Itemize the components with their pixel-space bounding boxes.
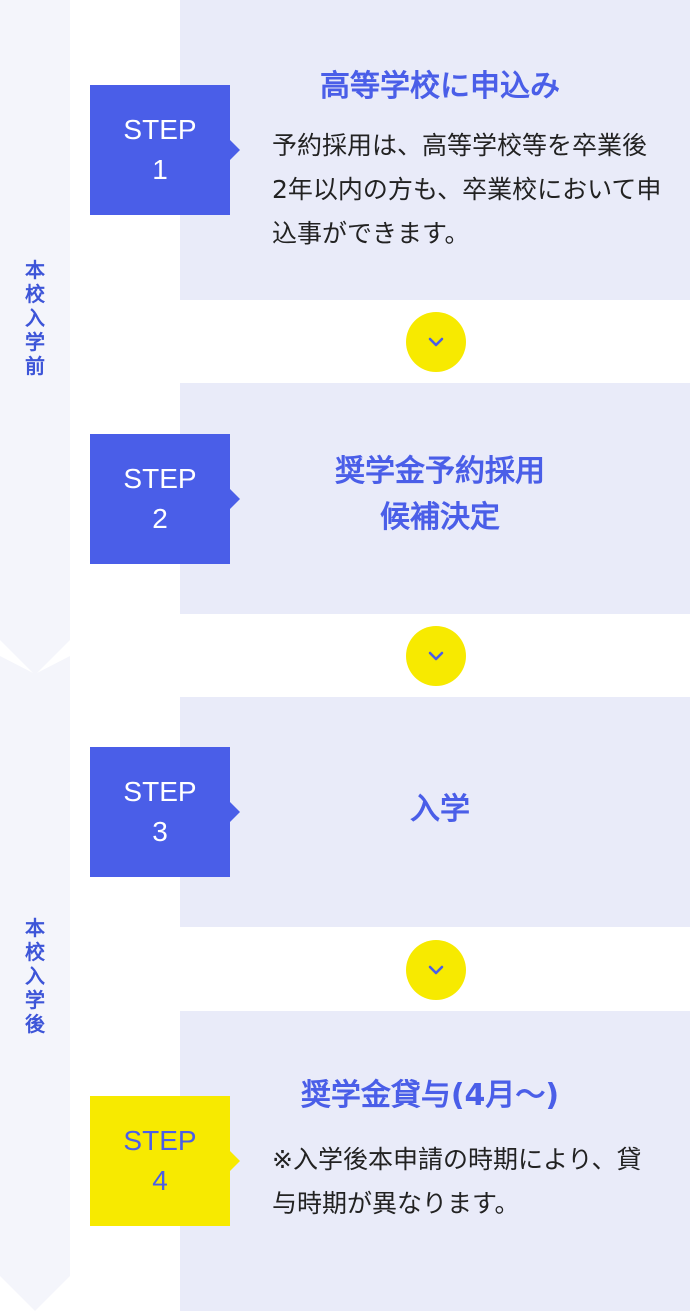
step-1-badge: STEP 1 [90, 85, 240, 215]
step-2-title-line-2: 候補決定 [380, 500, 500, 535]
chevron-down-icon [406, 940, 466, 1000]
step-1-badge-word: STEP [123, 114, 197, 145]
phase-before-marker [0, 0, 70, 675]
step-1-description: 予約採用は、高等学校等を卒業後2年以内の方も、卒業校において申込事ができます。 [272, 131, 662, 248]
step-3-badge: STEP 3 [90, 747, 240, 877]
phase-before-label: 本校入学前 [25, 258, 45, 378]
step-4-panel [180, 1011, 690, 1311]
step-2-badge-word: STEP [123, 463, 197, 494]
step-3-title: 入学 [410, 792, 470, 827]
step-2-title: 奨学金予約採用 候補決定 [180, 449, 690, 541]
step-1-panel [180, 0, 690, 300]
chevron-down-icon [406, 312, 466, 372]
phase-after-label: 本校入学後 [25, 916, 45, 1036]
step-1-badge-number: 1 [152, 154, 168, 185]
chevron-down-icon [406, 626, 466, 686]
step-3-badge-word: STEP [123, 776, 197, 807]
step-2-panel [180, 383, 690, 614]
step-4-note: ※入学後本申請の時期により、貸与時期が異なります。 [272, 1145, 642, 1218]
step-4-badge-word: STEP [123, 1125, 197, 1156]
step-4-title: 奨学金貸与(4月〜) [300, 1078, 560, 1113]
step-3-badge-number: 3 [152, 816, 168, 847]
step-1-title: 高等学校に申込み [320, 69, 560, 104]
step-4-badge: STEP 4 [90, 1096, 240, 1226]
phase-after-marker [0, 656, 70, 1311]
step-4-badge-number: 4 [152, 1165, 168, 1196]
step-2-title-line-1: 奨学金予約採用 [335, 454, 545, 489]
step-2-badge-number: 2 [152, 503, 168, 534]
step-3-panel [180, 697, 690, 927]
step-2-badge: STEP 2 [90, 434, 240, 564]
